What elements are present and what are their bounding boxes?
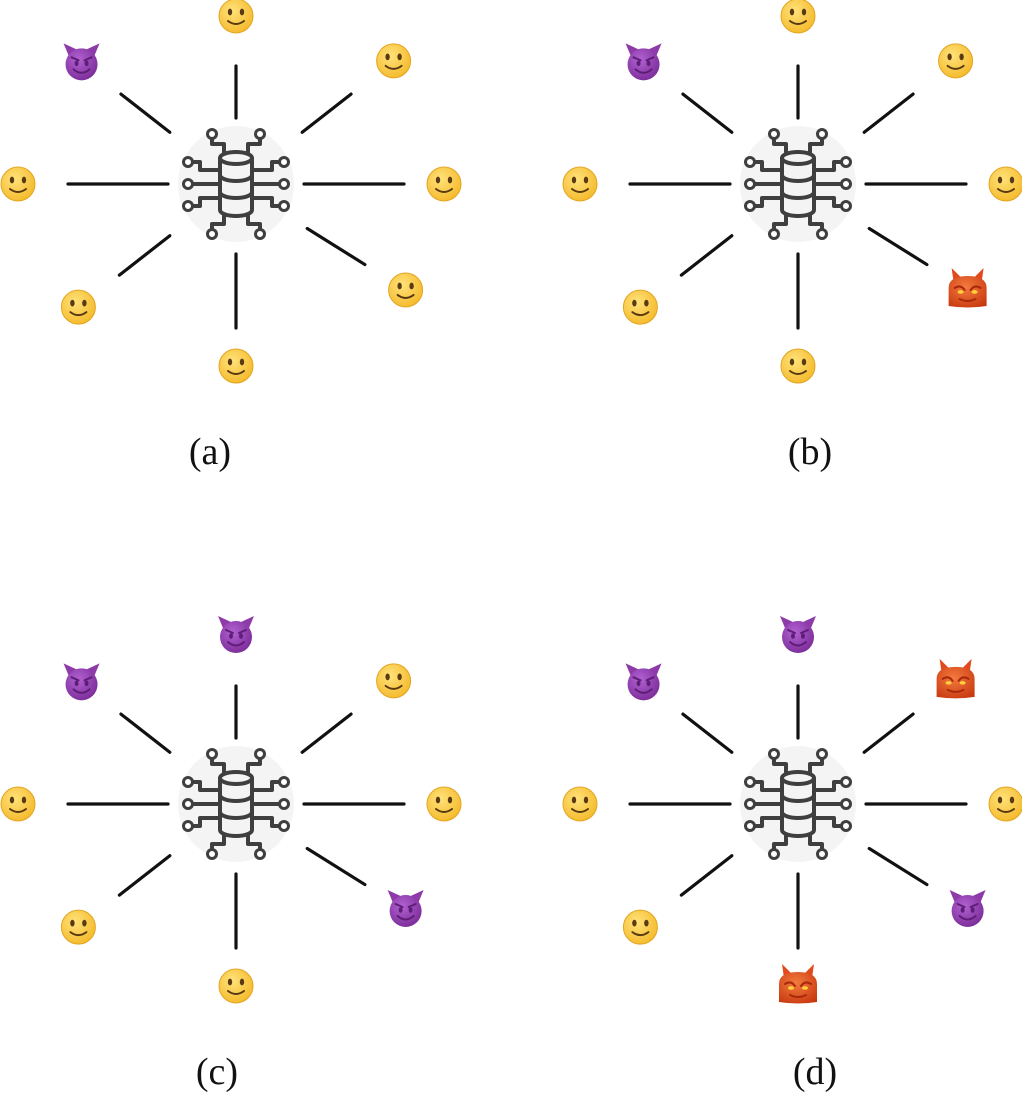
client-link-line: [117, 854, 172, 897]
slightly-smiling-face-icon: [0, 166, 36, 202]
panel-d: [562, 616, 1022, 1004]
slightly-smiling-face-icon: [562, 166, 598, 202]
smiling-devil-icon: [63, 663, 100, 701]
slightly-smiling-face-icon: [622, 909, 658, 945]
smiling-devil-icon: [949, 889, 986, 927]
client-link-line: [867, 846, 929, 887]
slightly-smiling-face-icon: [60, 289, 96, 325]
client-link-line: [862, 92, 915, 134]
panel-c: [0, 616, 462, 1004]
client-link-line: [305, 846, 367, 887]
slightly-smiling-face-icon: [988, 166, 1022, 202]
smiling-devil-icon: [218, 616, 254, 653]
client-link-line: [679, 234, 734, 277]
slightly-smiling-face-icon: [562, 786, 598, 822]
client-link-line: [681, 92, 734, 134]
client-link-line: [300, 712, 353, 754]
smiling-devil-icon: [780, 616, 816, 653]
panel-caption-d: (d): [792, 1051, 838, 1093]
client-link-line: [117, 234, 172, 277]
server-database-chip-icon: [740, 746, 856, 862]
slightly-smiling-face-icon: [426, 786, 462, 822]
panel-a: [0, 0, 462, 384]
slightly-smiling-face-icon: [376, 663, 412, 699]
smiling-devil-icon: [625, 43, 662, 81]
server-database-chip-icon: [740, 126, 856, 242]
slightly-smiling-face-icon: [218, 0, 254, 34]
slightly-smiling-face-icon: [938, 43, 974, 79]
slightly-smiling-face-icon: [780, 348, 816, 384]
slightly-smiling-face-icon: [388, 272, 424, 308]
client-link-line: [305, 226, 367, 267]
client-link-line: [300, 92, 353, 134]
slightly-smiling-face-icon: [60, 909, 96, 945]
slightly-smiling-face-icon: [426, 166, 462, 202]
server-database-chip-icon: [178, 746, 294, 862]
red-ogre-devil-icon: [948, 267, 987, 308]
slightly-smiling-face-icon: [218, 968, 254, 1004]
slightly-smiling-face-icon: [218, 348, 254, 384]
red-ogre-devil-icon: [779, 964, 817, 1004]
client-link-line: [681, 712, 734, 754]
panel-b: [562, 0, 1022, 384]
smiling-devil-icon: [387, 889, 424, 927]
slightly-smiling-face-icon: [0, 786, 36, 822]
panel-caption-a: (a): [188, 431, 232, 473]
panel-caption-b: (b): [787, 431, 833, 473]
slightly-smiling-face-icon: [780, 0, 816, 34]
red-ogre-devil-icon: [936, 658, 975, 699]
client-link-line: [862, 712, 915, 754]
smiling-devil-icon: [625, 663, 662, 701]
slightly-smiling-face-icon: [376, 43, 412, 79]
server-database-chip-icon: [178, 126, 294, 242]
panel-caption-c: (c): [195, 1051, 239, 1093]
slightly-smiling-face-icon: [988, 786, 1022, 822]
smiling-devil-icon: [63, 43, 100, 81]
client-link-line: [679, 854, 734, 897]
client-link-line: [119, 712, 172, 754]
slightly-smiling-face-icon: [622, 289, 658, 325]
client-link-line: [119, 92, 172, 134]
client-link-line: [867, 226, 929, 267]
